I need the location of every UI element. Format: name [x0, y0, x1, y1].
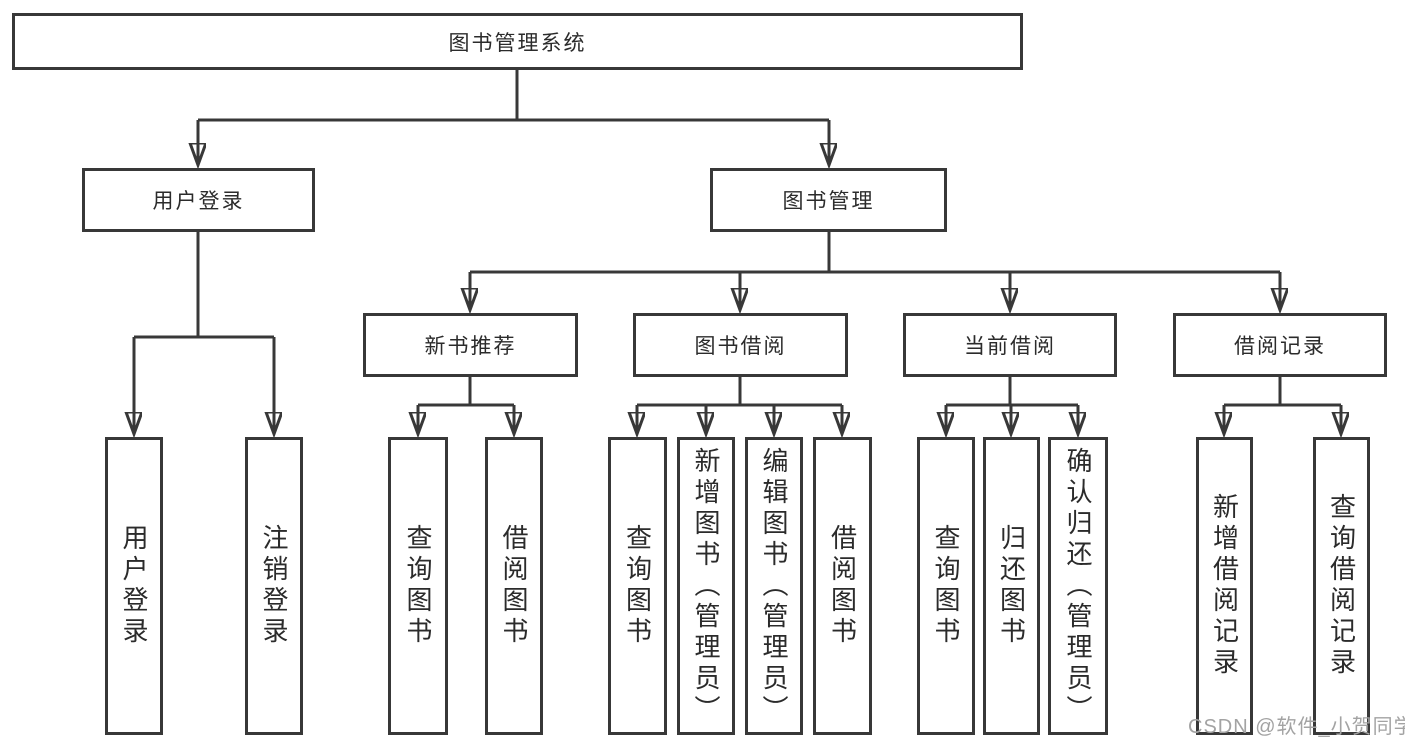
leaf-logout-label: 注销登录 [259, 524, 289, 648]
leaf-query-books-recommend-label: 查询图书 [403, 524, 433, 648]
leaf-edit-books-admin-label: 编辑图书（管理员） [759, 446, 789, 726]
node-book-management-branch: 图书管理 [710, 168, 947, 232]
leaf-return-books: 归还图书 [983, 437, 1040, 735]
node-current-borrow: 当前借阅 [903, 313, 1117, 377]
leaf-add-borrow-record-label: 新增借阅记录 [1209, 493, 1240, 679]
leaf-query-books-borrow: 查询图书 [608, 437, 667, 735]
leaf-borrow-books-label: 借阅图书 [827, 524, 858, 648]
leaf-query-books-current: 查询图书 [917, 437, 975, 735]
leaf-query-books-current-label: 查询图书 [931, 524, 961, 648]
leaf-query-books-recommend: 查询图书 [388, 437, 448, 735]
leaf-query-books-borrow-label: 查询图书 [622, 524, 653, 648]
leaf-confirm-return-admin: 确认归还（管理员） [1048, 437, 1108, 735]
leaf-borrow-books-recommend: 借阅图书 [485, 437, 543, 735]
leaf-return-books-label: 归还图书 [996, 524, 1027, 648]
node-book-borrow: 图书借阅 [633, 313, 848, 377]
leaf-user-login: 用户登录 [105, 437, 163, 735]
csdn-watermark: CSDN @软件_小贺同学 [1188, 716, 1405, 738]
leaf-borrow-books-recommend-label: 借阅图书 [499, 524, 529, 648]
leaf-add-books-admin: 新增图书（管理员） [677, 437, 735, 735]
leaf-add-borrow-record: 新增借阅记录 [1196, 437, 1253, 735]
node-new-book-recommend: 新书推荐 [363, 313, 578, 377]
leaf-edit-books-admin: 编辑图书（管理员） [745, 437, 803, 735]
leaf-logout: 注销登录 [245, 437, 303, 735]
leaf-confirm-return-admin-label: 确认归还（管理员） [1063, 446, 1093, 726]
node-user-login-branch: 用户登录 [82, 168, 315, 232]
leaf-add-books-admin-label: 新增图书（管理员） [691, 446, 721, 726]
leaf-borrow-books: 借阅图书 [813, 437, 872, 735]
leaf-query-borrow-record: 查询借阅记录 [1313, 437, 1370, 735]
node-library-management-system: 图书管理系统 [12, 13, 1023, 70]
leaf-query-borrow-record-label: 查询借阅记录 [1326, 493, 1357, 679]
leaf-user-login-label: 用户登录 [119, 524, 149, 648]
node-borrow-records: 借阅记录 [1173, 313, 1387, 377]
